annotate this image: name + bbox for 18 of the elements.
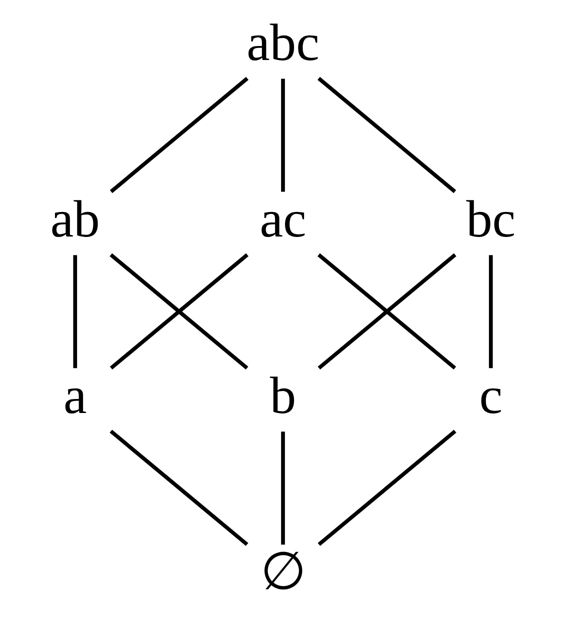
node-text: abc (246, 14, 319, 72)
connector (109, 76, 248, 194)
connector (109, 253, 248, 370)
connector (72, 255, 77, 368)
node-text: c (478, 366, 502, 425)
connector (488, 255, 492, 368)
connector (280, 432, 284, 545)
node-text: ab (50, 190, 100, 248)
connector (317, 253, 456, 370)
node-text: ac (259, 190, 306, 248)
connector (317, 430, 456, 546)
connector (109, 430, 248, 546)
node-text: b (269, 366, 296, 425)
connector (280, 78, 284, 192)
connector (317, 76, 456, 194)
node-text: a (63, 366, 86, 425)
node-text: ∅ (260, 543, 305, 602)
node-text: bc (466, 190, 516, 248)
